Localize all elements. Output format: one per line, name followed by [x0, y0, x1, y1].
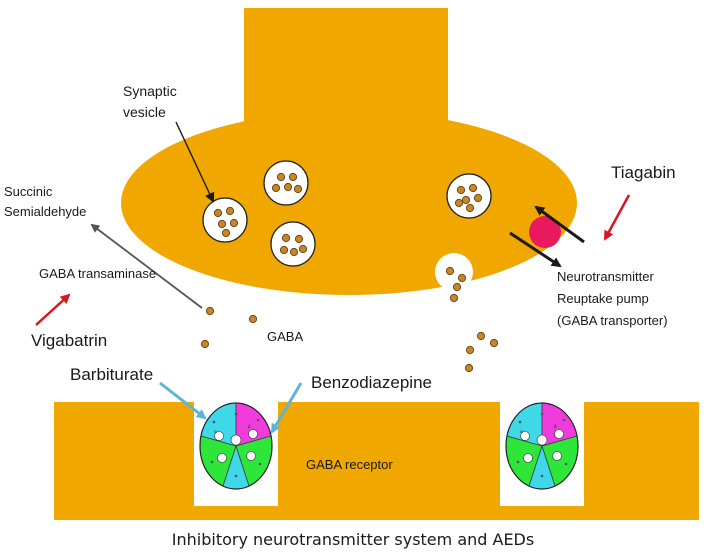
metabolism-arrow	[90, 223, 203, 309]
gaba-transporter-icon	[529, 216, 561, 248]
barbiturate-pointer	[159, 381, 207, 420]
vigabatrin-label: Vigabatrin	[31, 331, 107, 350]
reuptake-pump-label-2: Reuptake pump	[557, 291, 649, 306]
vigabatrin-arrow	[35, 293, 71, 326]
succinic-semialdehyde-label: Succinic	[4, 184, 53, 199]
vesicle-icon	[270, 221, 316, 267]
presynaptic-terminal	[121, 8, 577, 295]
benzodiazepine-label: Benzodiazepine	[311, 373, 432, 392]
tiagabin-arrow	[603, 194, 631, 241]
synaptic-vesicle-pointer	[175, 121, 215, 203]
synaptic-vesicle-label: Synaptic	[123, 83, 177, 99]
barbiturate-label: Barbiturate	[70, 365, 153, 384]
vesicle-icon	[202, 197, 248, 243]
gaba-receptor-channel-icon	[499, 385, 585, 507]
gaba-receptor-label: GABA receptor	[306, 457, 393, 472]
reuptake-arrow-out	[509, 231, 562, 268]
reuptake-pump-label-3: (GABA transporter)	[557, 313, 668, 328]
gaba-label: GABA	[267, 329, 303, 344]
synaptic-vesicle-label-2: vesicle	[123, 104, 166, 120]
benzodiazepine-pointer	[270, 382, 303, 434]
reuptake-pump-label: Neurotransmitter	[557, 269, 654, 284]
succinic-semialdehyde-label-2: Semialdehyde	[4, 204, 86, 219]
figure-caption: Inhibitory neurotransmitter system and A…	[172, 530, 534, 549]
reuptake-arrow-in	[534, 205, 585, 244]
vesicle-icon	[446, 173, 492, 219]
svg-text:α: α	[214, 430, 217, 435]
vesicle-icon	[263, 160, 309, 206]
gaba-receptor-channel-icon	[193, 385, 279, 507]
svg-text:β: β	[554, 424, 557, 430]
gaba-transaminase-label: GABA transaminase	[39, 266, 156, 281]
postsynaptic-membrane	[54, 402, 699, 520]
receptor-subunit-marks: α β α β	[214, 424, 557, 435]
svg-text:α: α	[520, 430, 523, 435]
tiagabin-label: Tiagabin	[611, 163, 676, 182]
svg-text:β: β	[248, 424, 251, 430]
